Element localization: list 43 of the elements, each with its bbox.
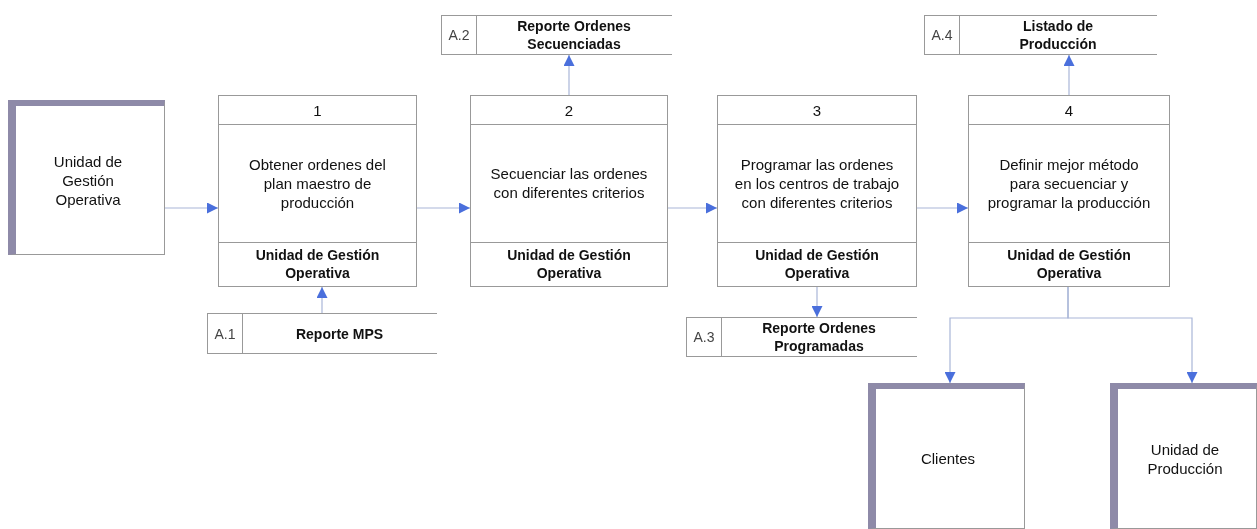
store-id: A.1: [214, 325, 236, 342]
responsible-unit: Unidad de Gestión Operativa: [754, 246, 880, 282]
arrow: [563, 54, 575, 96]
arrow: [416, 202, 471, 214]
arrow: [811, 286, 823, 318]
process-description: Obtener ordenes del plan maestro de producción: [248, 154, 387, 212]
process-description: Definir mejor método para secuenciar y programar la producción: [986, 154, 1152, 212]
arrow: [916, 202, 969, 214]
entity-name: Clientes: [920, 449, 976, 468]
store-name: Reporte MPS: [295, 324, 384, 343]
entity-name: Unidad de Gestión Operativa: [52, 151, 124, 209]
store-id: A.2: [448, 27, 470, 43]
data-store: [441, 15, 672, 55]
external-entity-box: [8, 100, 165, 255]
arrow: [316, 286, 328, 314]
data-store: [686, 317, 917, 357]
arrow: [1063, 54, 1075, 96]
store-id: A.3: [693, 329, 715, 345]
arrow: [164, 202, 219, 214]
store-name: Listado de Producción: [1018, 17, 1098, 53]
process-description: Secuenciar las ordenes con diferentes criterios: [489, 164, 649, 202]
store-id: A.4: [931, 27, 953, 43]
data-store: [924, 15, 1157, 55]
responsible-unit: Unidad de Gestión Operativa: [1006, 246, 1132, 282]
process-number: 4: [1064, 100, 1074, 120]
responsible-unit: Unidad de Gestión Operativa: [506, 246, 632, 282]
process-description: Programar las ordenes en los centros de trabajo con diferentes criterios: [734, 154, 900, 212]
external-entity-box: [868, 383, 1025, 529]
process-number: 3: [812, 100, 822, 120]
store-name: Reporte Ordenes Programadas: [761, 319, 877, 355]
external-entity-box: [1110, 383, 1257, 529]
responsible-unit: Unidad de Gestión Operativa: [254, 246, 381, 282]
store-name: Reporte Ordenes Secuenciadas: [516, 17, 632, 53]
process-box: [717, 95, 917, 287]
process-box: [218, 95, 417, 287]
data-store: [207, 313, 437, 354]
process-number: 2: [564, 100, 574, 120]
arrow: [667, 202, 718, 214]
process-box: [968, 95, 1170, 287]
arrow: [1067, 286, 1198, 384]
process-box: [470, 95, 668, 287]
entity-name: Unidad de Producción: [1146, 439, 1224, 478]
process-number: 1: [313, 100, 322, 120]
